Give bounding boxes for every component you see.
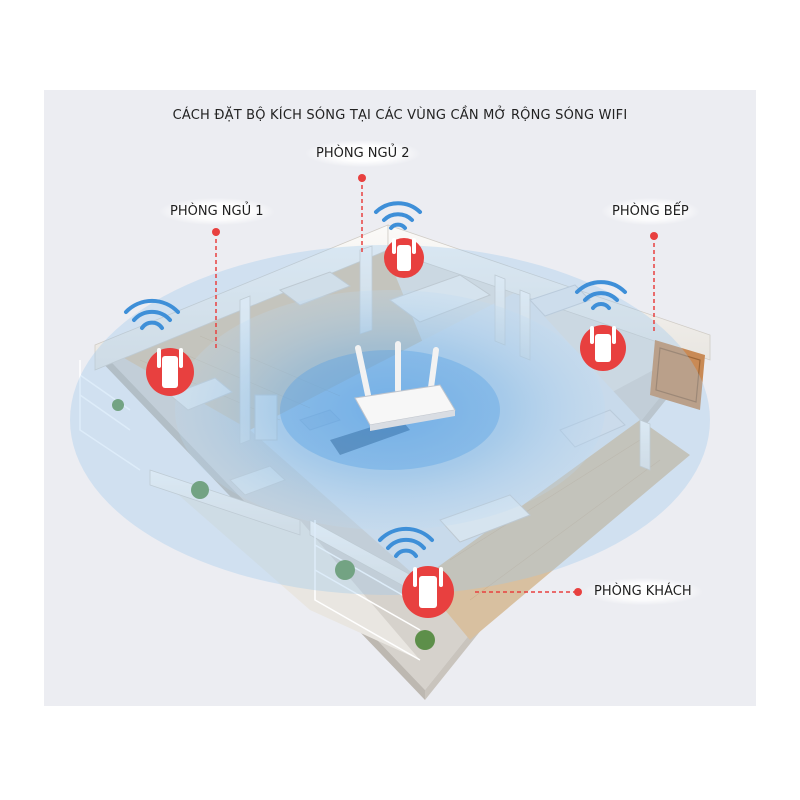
wifi-signal-icon [376,203,420,228]
label-living-room: PHÒNG KHÁCH [584,578,702,605]
label-bedroom-1: PHÒNG NGỦ 1 [160,198,274,225]
label-kitchen: PHÒNG BẾP [602,198,699,225]
label-bedroom-2: PHÒNG NGỦ 2 [306,140,420,167]
